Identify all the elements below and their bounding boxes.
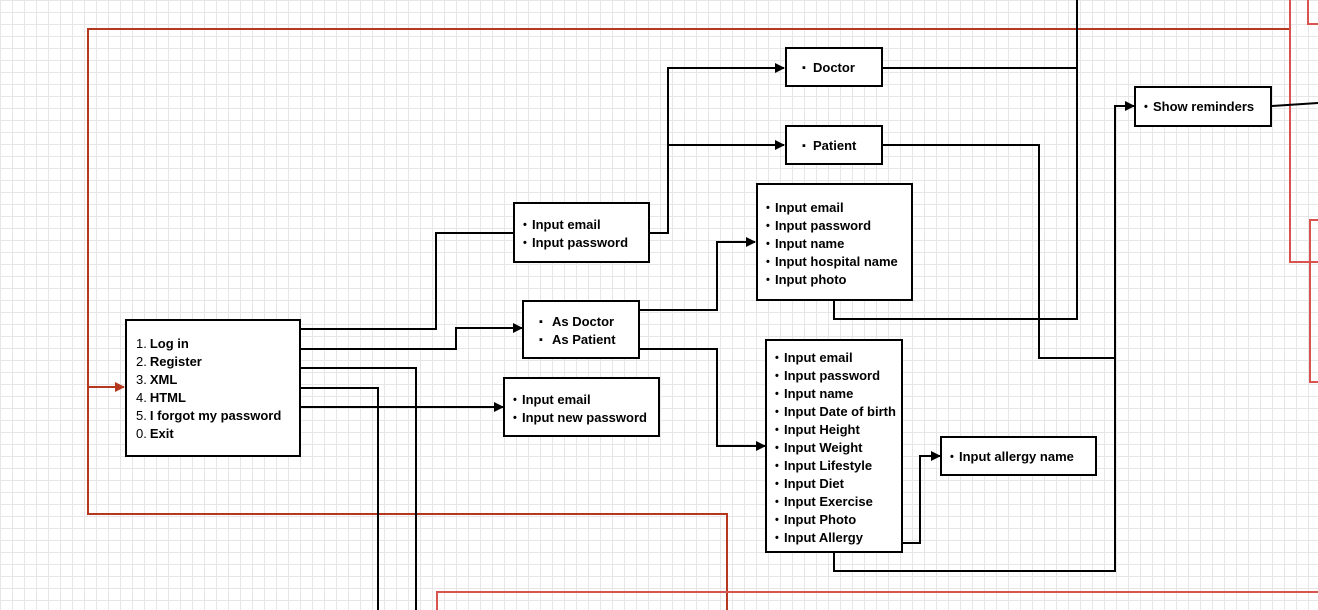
- patient-reg-name: •Input name: [775, 386, 854, 401]
- doctor-reg-password: •Input password: [766, 218, 872, 233]
- doctor-reg-to-doctor-connector: [833, 68, 1078, 320]
- show-reminders-box: •Show reminders: [1134, 86, 1272, 127]
- register-connector: [246, 323, 523, 350]
- menu-item-log-in[interactable]: 1.Log in: [136, 336, 189, 351]
- patient-to-reminders-connector: [883, 144, 1115, 359]
- role-box: ▪As Doctor ▪As Patient: [522, 300, 640, 359]
- login-email-line: •Input email: [523, 217, 601, 232]
- menu-item-html[interactable]: 4.HTML: [136, 390, 186, 405]
- patient-reg-password: •Input password: [775, 368, 881, 383]
- login-box: •Input email •Input password: [513, 202, 650, 263]
- return-to-menu-line-bottom: [87, 387, 728, 610]
- login-password-line: •Input password: [523, 235, 629, 250]
- doctor-reg-name: •Input name: [766, 236, 845, 251]
- patient-reg-allergy: •Input Allergy: [775, 530, 863, 545]
- patient-registration-box: •Input email •Input password •Input name…: [765, 339, 903, 553]
- allergy-box: •Input allergy name: [940, 436, 1097, 476]
- login-connector: [246, 232, 513, 330]
- login-to-doctor-connector: [650, 63, 785, 234]
- role-as-doctor[interactable]: ▪As Doctor: [539, 314, 615, 329]
- menu-item-forgot-password[interactable]: 5.I forgot my password: [136, 408, 282, 423]
- patient-reg-to-reminders-connector: [833, 101, 1135, 572]
- forgot-password-box: •Input email •Input new password: [503, 377, 660, 437]
- return-to-menu-line: [87, 28, 1290, 392]
- allergy-connector: [888, 451, 941, 544]
- offscreen-box-right: [1309, 219, 1318, 383]
- patient-reg-exercise: •Input Exercise: [775, 494, 873, 509]
- offscreen-box-top-right-inner: [1307, 0, 1318, 25]
- menu-item-xml[interactable]: 3.XML: [136, 372, 178, 387]
- patient-reg-height: •Input Height: [775, 422, 860, 437]
- doctor-reg-photo: •Input photo: [766, 272, 847, 287]
- patient-node: ▪Patient: [785, 125, 883, 165]
- main-menu-box: 1.Log in 2.Register 3.XML 4.HTML 5.I for…: [125, 319, 301, 457]
- offscreen-box-bottom: [436, 591, 1318, 610]
- doctor-reg-hospital: •Input hospital name: [766, 254, 898, 269]
- menu-item-exit[interactable]: 0.Exit: [136, 426, 174, 441]
- patient-reg-weight: •Input Weight: [775, 440, 863, 455]
- patient-reg-photo: •Input Photo: [775, 512, 857, 527]
- menu-item-register[interactable]: 2.Register: [136, 354, 202, 369]
- forgot-email-line: •Input email: [513, 392, 591, 407]
- reminders-out-connector: [1271, 102, 1318, 107]
- patient-reg-lifestyle: •Input Lifestyle: [775, 458, 873, 473]
- doctor-node: ▪Doctor: [785, 47, 883, 87]
- doctor-to-top-connector: [883, 0, 1078, 69]
- doctor-registration-box: •Input email •Input password •Input name…: [756, 183, 913, 301]
- as-doctor-connector: [640, 237, 756, 311]
- forgot-new-password-line: •Input new password: [513, 410, 647, 425]
- role-as-patient[interactable]: ▪As Patient: [539, 332, 616, 347]
- xml-connector: [246, 367, 417, 610]
- patient-reg-diet: •Input Diet: [775, 476, 844, 491]
- as-patient-connector: [640, 348, 766, 451]
- offscreen-box-top-right: [1289, 0, 1318, 263]
- patient-reg-dob: •Input Date of birth: [775, 404, 896, 419]
- doctor-reg-email: •Input email: [766, 200, 844, 215]
- patient-reg-email: •Input email: [775, 350, 853, 365]
